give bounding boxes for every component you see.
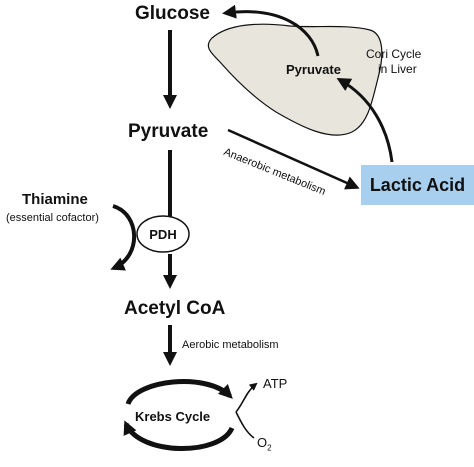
krebs-branch-atp [235,382,258,413]
liver-pyruvate-label: Pyruvate [286,62,341,77]
thiamine-note: (essential cofactor) [6,212,99,224]
acetyl-coa-label: Acetyl CoA [124,298,226,319]
thiamine-label: Thiamine [22,191,88,208]
krebs-arc-bottom [123,420,235,451]
arrow-lactic-to-liver [336,78,394,163]
lactic-acid-box: Lactic Acid [361,165,474,205]
krebs-arc-top [125,379,233,406]
cori-liver-label: in Liver [378,62,417,76]
thiamine-arrow [110,204,137,271]
pdh-node [136,215,190,253]
o2-subscript: 2 [267,443,272,453]
pdh-label-box: PDH [139,221,187,247]
o2-label: O2 [257,436,272,453]
krebs-branch-o2 [235,411,255,439]
atp-label: ATP [263,376,288,391]
cori-cycle-label: Cori Cycle [366,47,422,61]
arrow-liver-to-glucose [222,4,320,57]
glucose-label: Glucose [135,3,210,24]
krebs-cycle-label: Krebs Cycle [135,409,211,424]
lactic-acid-label: Lactic Acid [369,174,466,195]
arrow-pyruvate-to-lactic [227,128,360,190]
liver-shape [207,23,383,136]
aerobic-label: Aerobic metabolism [182,339,279,351]
o2-base: O [257,435,268,450]
pyruvate-label: Pyruvate [128,121,209,142]
pdh-label: PDH [149,226,177,242]
